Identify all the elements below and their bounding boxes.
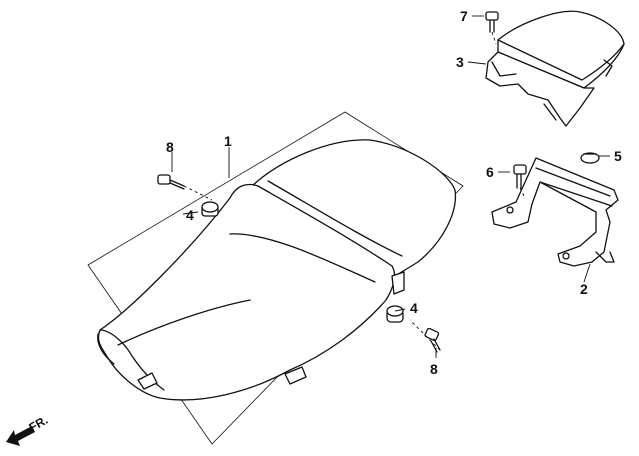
callout-6: 6 [486, 164, 494, 180]
callout-4-left: 4 [186, 207, 194, 223]
callout-5: 5 [614, 148, 622, 164]
callout-2: 2 [580, 281, 588, 297]
callout-7: 7 [460, 8, 468, 24]
callout-1: 1 [224, 133, 232, 149]
cushion-right-part[interactable] [386, 305, 404, 323]
bolt-cowl-part[interactable] [485, 11, 499, 33]
cowl-part[interactable] [485, 10, 625, 127]
front-direction-arrow: FR. [6, 413, 50, 446]
nut-part[interactable] [580, 152, 600, 164]
bolt-left-part[interactable] [157, 174, 185, 190]
bolt-right-part[interactable] [424, 327, 441, 353]
bracket-part[interactable] [491, 157, 619, 267]
arrow-icon [6, 426, 35, 446]
bolt-bracket-part[interactable] [513, 164, 527, 189]
callout-4-right: 4 [410, 300, 418, 316]
callout-8-left: 8 [166, 139, 174, 155]
callout-3: 3 [456, 54, 464, 70]
callout-8-right: 8 [430, 361, 438, 377]
cushion-left-part[interactable] [201, 201, 219, 217]
seat-part[interactable] [97, 139, 457, 401]
